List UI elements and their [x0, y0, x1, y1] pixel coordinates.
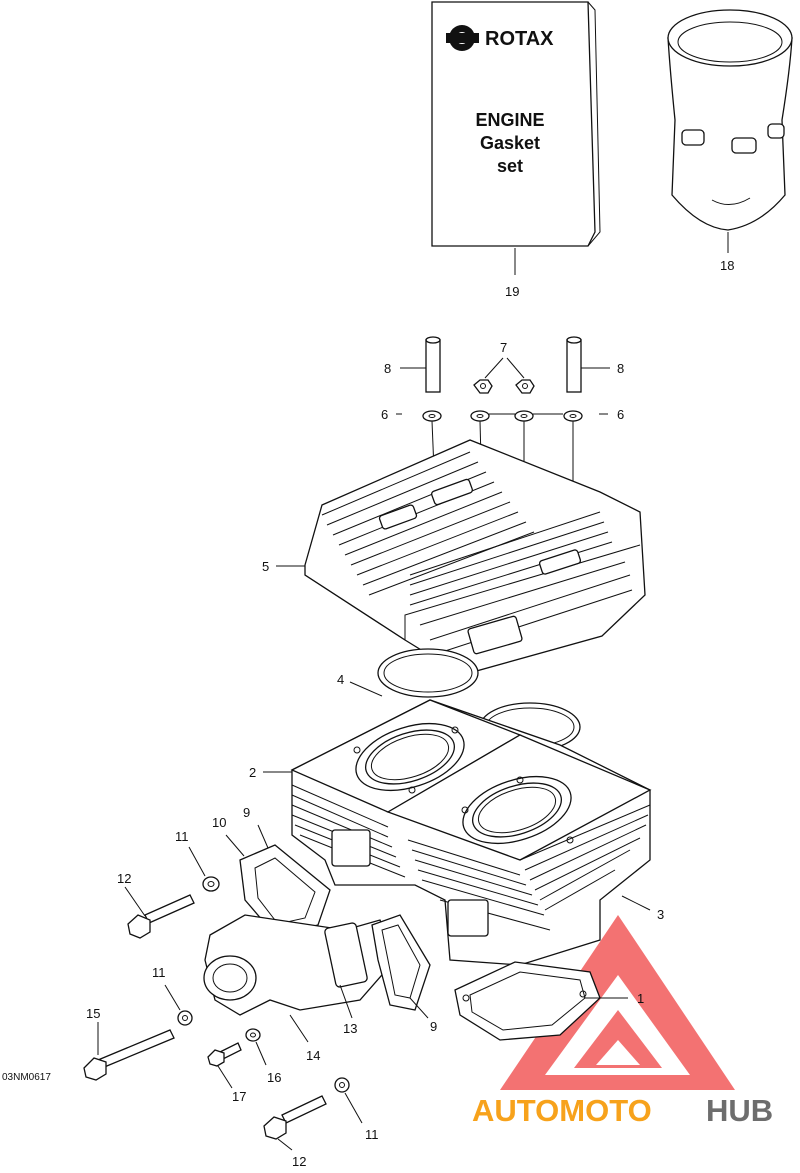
stud-right — [566, 336, 582, 393]
callout-15: 15 — [86, 1006, 100, 1021]
box-title-line-3: set — [497, 156, 523, 176]
lock-washer-mid — [177, 1010, 193, 1026]
intake-gasket-lower — [371, 914, 431, 1011]
washers — [422, 410, 583, 422]
intake-manifold — [203, 914, 396, 1016]
callout-2: 2 — [249, 765, 256, 780]
screw-12-top — [127, 894, 195, 939]
gasket-set-box: ROTAX ENGINE Gasket set — [431, 1, 601, 247]
watermark-text: AUTOMOTO HUB — [472, 1093, 773, 1128]
watermark-text-automoto: AUTOMOTO — [472, 1093, 652, 1128]
callout-6-left: 6 — [381, 407, 388, 422]
screw-12-bottom — [263, 1095, 327, 1140]
callout-11-mid: 11 — [152, 965, 166, 980]
callout-19: 19 — [505, 284, 519, 299]
cylinder-sleeve — [667, 9, 793, 231]
lock-washer-top — [202, 876, 220, 892]
washer-16 — [245, 1028, 261, 1042]
callout-5: 5 — [262, 559, 269, 574]
cylinder-block — [290, 699, 652, 966]
callout-9-top: 9 — [243, 805, 250, 820]
callout-6-right: 6 — [617, 407, 624, 422]
callout-10: 10 — [212, 815, 226, 830]
callout-16: 16 — [267, 1070, 281, 1085]
callout-7: 7 — [500, 340, 507, 355]
nut-right — [515, 379, 535, 394]
callout-18: 18 — [720, 258, 734, 273]
callout-3: 3 — [657, 907, 664, 922]
screw-17 — [207, 1042, 242, 1067]
callout-12-bottom: 12 — [292, 1154, 306, 1169]
callout-14: 14 — [306, 1048, 320, 1063]
box-title-line-2: Gasket — [480, 133, 540, 153]
callout-11-top: 11 — [175, 829, 189, 844]
callout-12-top: 12 — [117, 871, 131, 886]
callout-4: 4 — [337, 672, 344, 687]
cylinder-head — [304, 439, 646, 676]
base-gasket — [454, 961, 601, 1041]
callout-11-bottom: 11 — [365, 1127, 379, 1142]
callout-13: 13 — [343, 1021, 357, 1036]
brand-label: ROTAX — [485, 28, 554, 50]
figure-code: 03NM0617 — [2, 1072, 51, 1083]
lock-washer-bottom — [334, 1077, 350, 1093]
callout-8-left: 8 — [384, 361, 391, 376]
callout-17: 17 — [232, 1089, 246, 1104]
intake-manifold-gasket-top — [239, 844, 331, 936]
nut-left — [473, 379, 493, 394]
watermark-text-hub: HUB — [706, 1093, 773, 1128]
stud-left — [425, 336, 441, 393]
callout-1: 1 — [637, 991, 644, 1006]
callout-9-bottom: 9 — [430, 1019, 437, 1034]
screw-15 — [83, 1029, 175, 1081]
callout-8-right: 8 — [617, 361, 624, 376]
box-title-line-1: ENGINE — [475, 110, 544, 130]
watermark-logo — [500, 915, 735, 1090]
